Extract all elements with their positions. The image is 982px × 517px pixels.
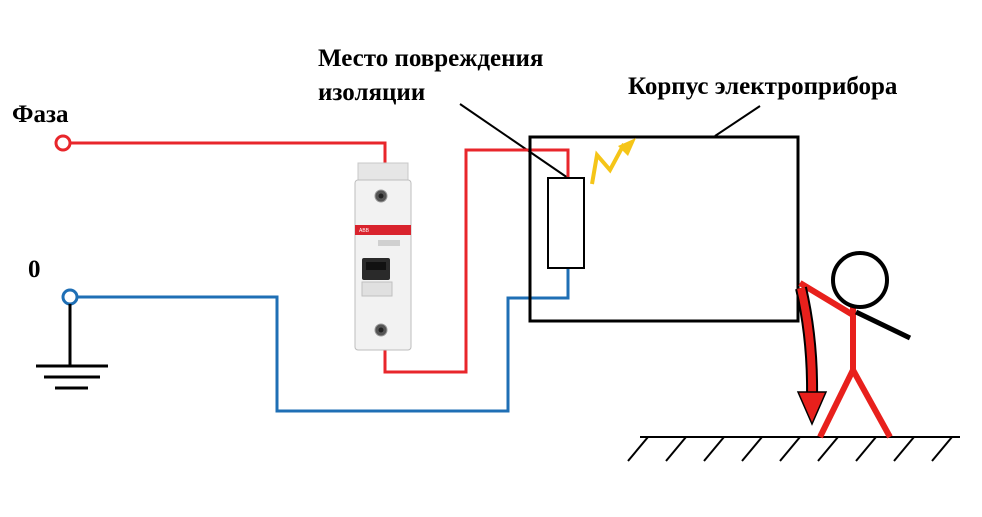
neutral-terminal-icon xyxy=(61,288,79,306)
housing-leader-line xyxy=(714,105,761,137)
circuit-breaker: ABB xyxy=(354,162,412,351)
housing-label: Корпус электроприбора xyxy=(628,73,898,100)
appliance-housing xyxy=(528,135,800,323)
breaker-brand: ABB xyxy=(359,228,370,234)
phase-wire xyxy=(70,141,570,374)
damage-label-line1: Место повреждения xyxy=(318,45,543,72)
stick-figure-icon xyxy=(798,251,912,439)
damage-label-line2: изоляции xyxy=(318,79,425,106)
lightning-spark-icon xyxy=(590,138,636,185)
zero-label: 0 xyxy=(28,256,41,283)
damage-leader-line xyxy=(459,103,569,179)
phase-terminal-icon xyxy=(54,134,72,152)
load-resistor xyxy=(547,177,585,269)
floor-ground xyxy=(627,436,960,462)
phase-label: Фаза xyxy=(12,101,69,128)
current-arrow-icon xyxy=(795,286,828,426)
head-icon xyxy=(831,251,889,309)
ground-symbol-icon xyxy=(36,304,108,390)
neutral-wire xyxy=(78,268,570,413)
